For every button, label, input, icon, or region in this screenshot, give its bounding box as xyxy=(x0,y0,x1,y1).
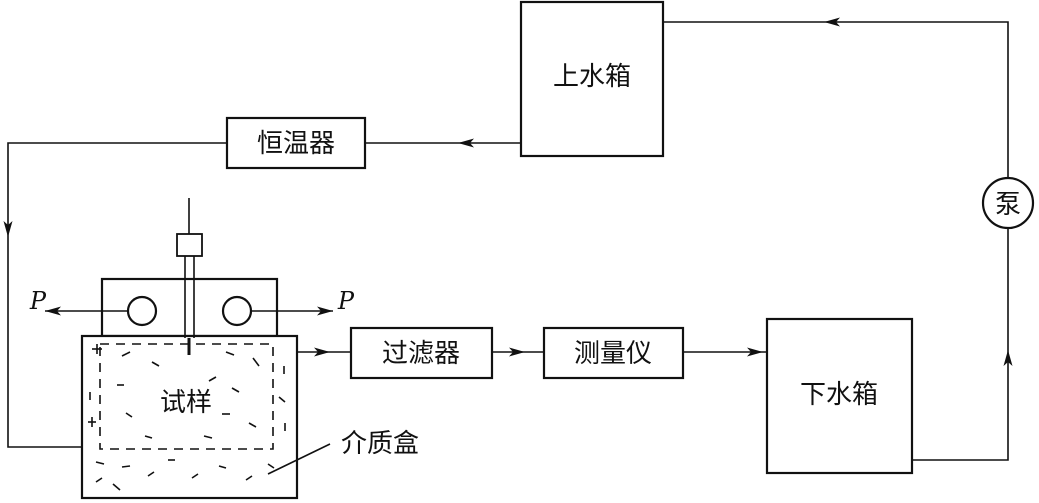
filter-label: 过滤器 xyxy=(382,339,460,369)
pump-label: 泵 xyxy=(995,190,1021,220)
thermostat: 恒温器 xyxy=(225,116,367,170)
medium-box-leader xyxy=(267,443,331,475)
right-pressure-gauge xyxy=(221,295,253,327)
lower-tank-label: 下水箱 xyxy=(800,380,878,410)
left-pressure-label: P xyxy=(29,287,47,315)
upper-tank-label: 上水箱 xyxy=(553,62,631,92)
line-thermostat-to-box xyxy=(7,142,227,448)
return-line-lower-to-pump xyxy=(912,228,1009,461)
medium-box xyxy=(80,334,299,500)
left-pressure-gauge xyxy=(126,295,158,327)
thermostat-label: 恒温器 xyxy=(257,129,335,159)
probe-head xyxy=(176,233,203,257)
meter: 测量仪 xyxy=(542,326,685,380)
test-cell: P P 试样 xyxy=(29,198,355,500)
lower-tank: 下水箱 xyxy=(765,317,914,475)
specimen-outline xyxy=(99,343,274,450)
medium-box-label: 介质盒 xyxy=(341,429,419,459)
meter-label: 测量仪 xyxy=(574,339,652,369)
upper-tank: 上水箱 xyxy=(519,0,665,158)
right-pressure-label: P xyxy=(337,287,355,315)
return-line-pump-to-upper xyxy=(663,21,1009,178)
medium-texture xyxy=(88,344,286,491)
specimen-label: 试样 xyxy=(160,388,212,418)
pump: 泵 xyxy=(981,176,1035,230)
filter: 过滤器 xyxy=(349,326,494,380)
